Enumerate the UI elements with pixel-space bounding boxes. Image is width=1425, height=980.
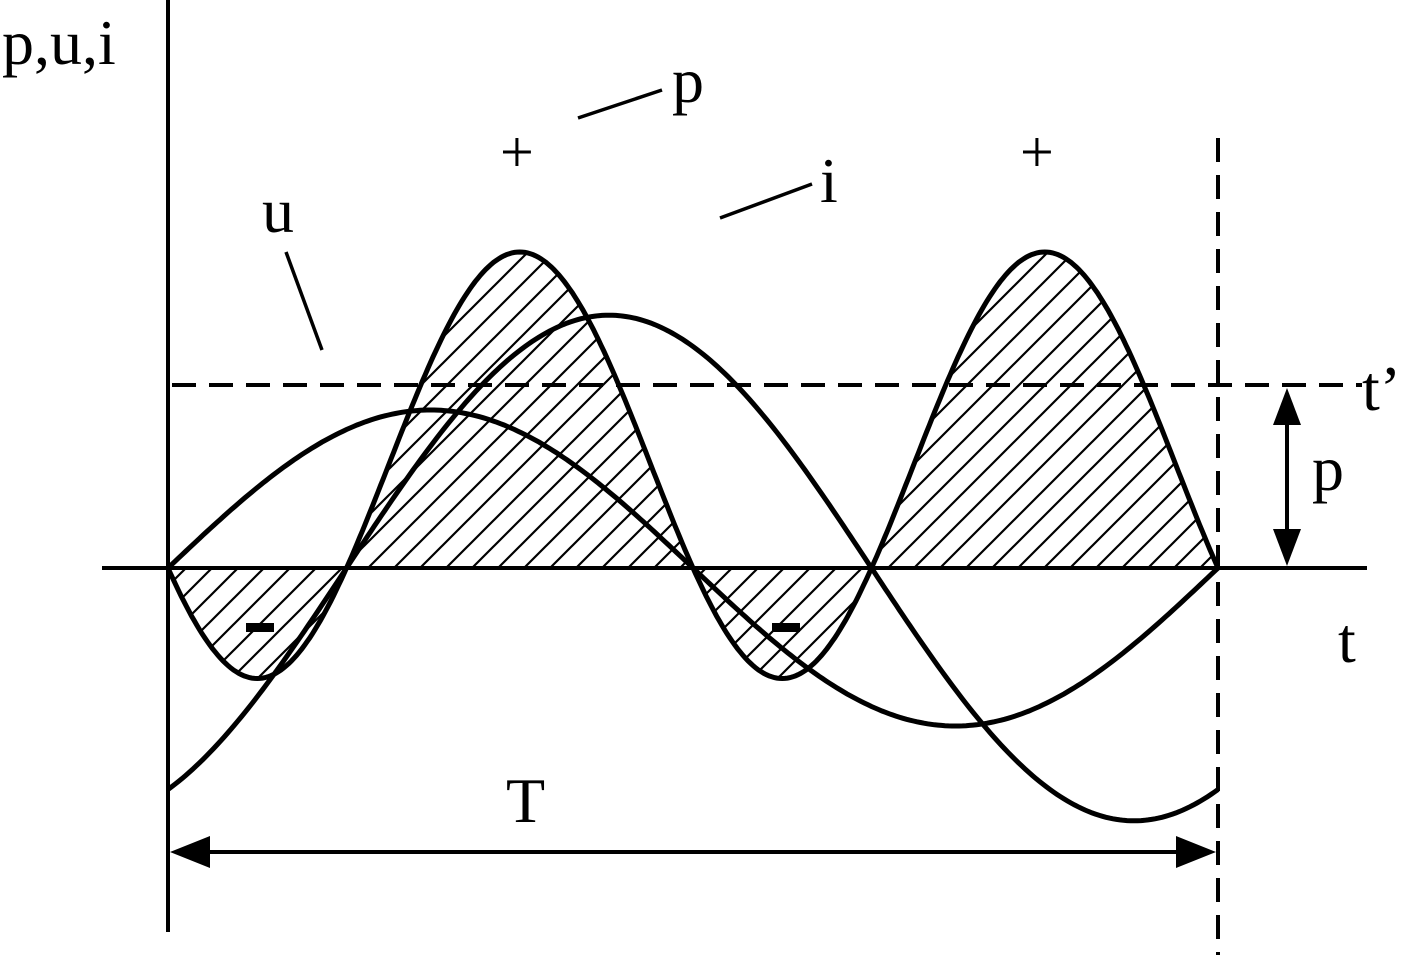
power-curve-p: [165, 249, 1221, 682]
leader-line-u: [284, 251, 324, 351]
leader-line-p: [577, 88, 663, 120]
minus-sign-2: [772, 623, 800, 632]
y-axis-label: p,u,i: [2, 7, 116, 78]
curve-p-label: p: [672, 45, 704, 116]
plus-sign-1: +: [500, 119, 534, 185]
plus-sign-2: +: [1020, 119, 1054, 185]
curve-i-label: i: [820, 145, 838, 216]
t-axis-label: t: [1338, 605, 1356, 676]
curve-u-label: u: [262, 175, 294, 246]
leader-line-i: [719, 182, 813, 220]
t-prime-label: t’: [1362, 353, 1401, 424]
period-arrow: [170, 836, 1216, 868]
average-power-label: p: [1312, 433, 1344, 504]
power-hatched-area: [168, 252, 1218, 679]
period-label: T: [506, 765, 545, 836]
minus-sign-1: [246, 623, 274, 632]
average-power-arrow: [1273, 388, 1301, 566]
